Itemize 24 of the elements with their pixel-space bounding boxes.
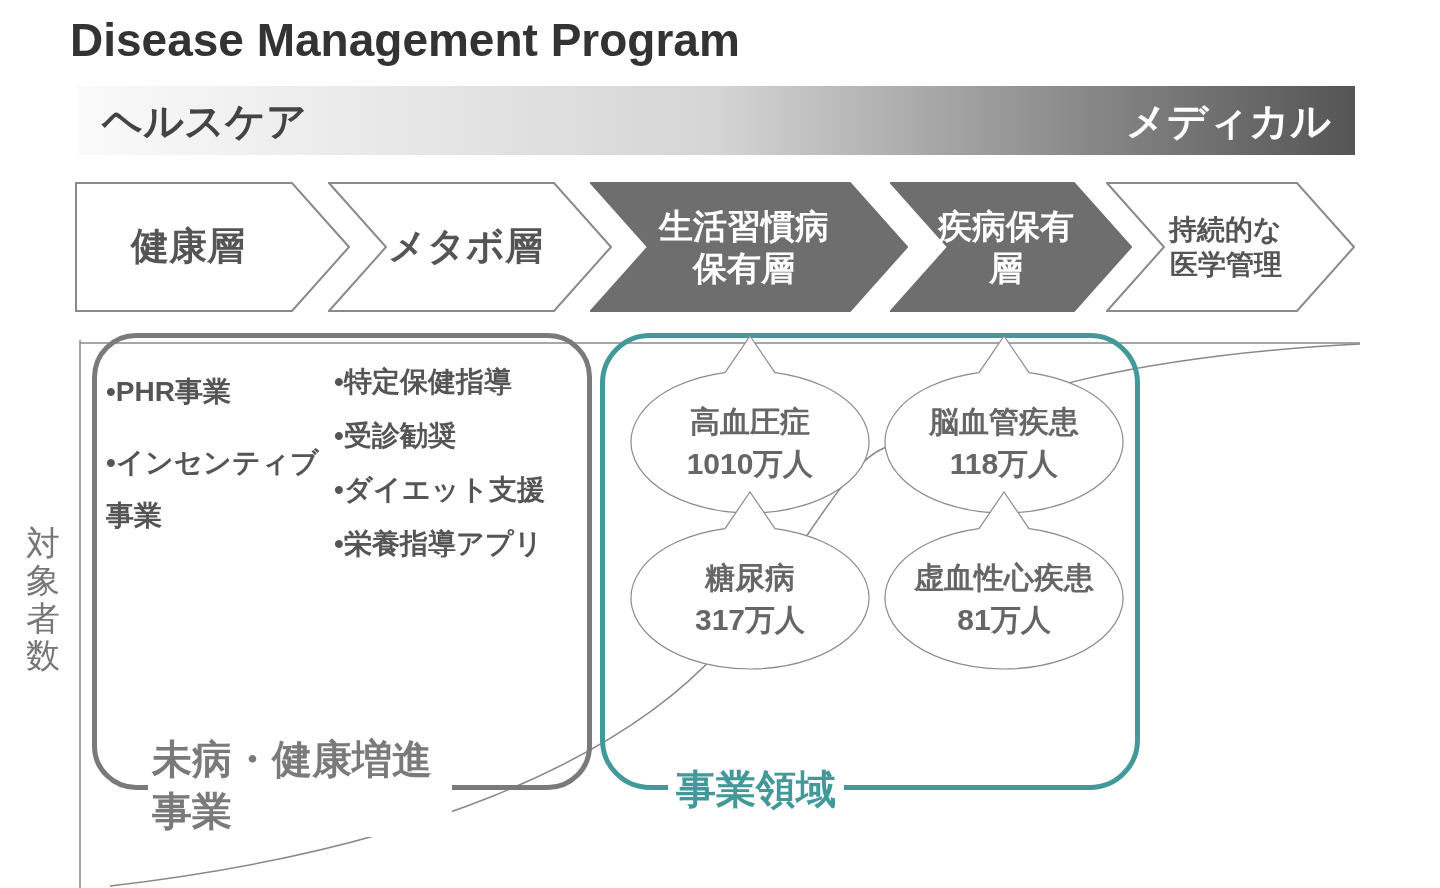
stage-label: メタボ層 (387, 224, 543, 270)
stage-label: 持続的な医学管理 (1167, 213, 1283, 282)
stage-label: 生活習慣病保有層 (657, 205, 830, 289)
patient-count: 317万人 (694, 605, 806, 635)
gradient-band (78, 86, 1355, 155)
scale-label: メディカル (1126, 97, 1331, 145)
axis-label: 対象者数 (26, 525, 60, 675)
patient-count: 1010万人 (686, 449, 814, 479)
disease-name: 脳血管疾患 (929, 407, 1079, 437)
disease-name: 糖尿病 (705, 563, 795, 593)
bullet-item: •インセンティブ事業 (106, 446, 320, 534)
scale-label: ヘルスケア (102, 97, 307, 145)
patient-count: 81万人 (957, 605, 1051, 635)
bullet-item: •PHR事業 (106, 375, 232, 409)
stage-label: 疾病保有層 (937, 205, 1075, 289)
disease-name: 高血圧症 (690, 407, 810, 437)
bullet-item: •栄養指導アプリ (334, 527, 544, 561)
bullet-item: •ダイエット支援 (334, 473, 545, 507)
bullet-item: •特定保健指導 (334, 365, 513, 399)
bullet-item: •受診勧奨 (334, 419, 457, 453)
disease-name: 虚血性心疾患 (914, 563, 1094, 593)
patient-count: 118万人 (949, 449, 1059, 479)
title: Disease Management Program (70, 13, 740, 68)
stage-label: 健康層 (130, 224, 245, 270)
